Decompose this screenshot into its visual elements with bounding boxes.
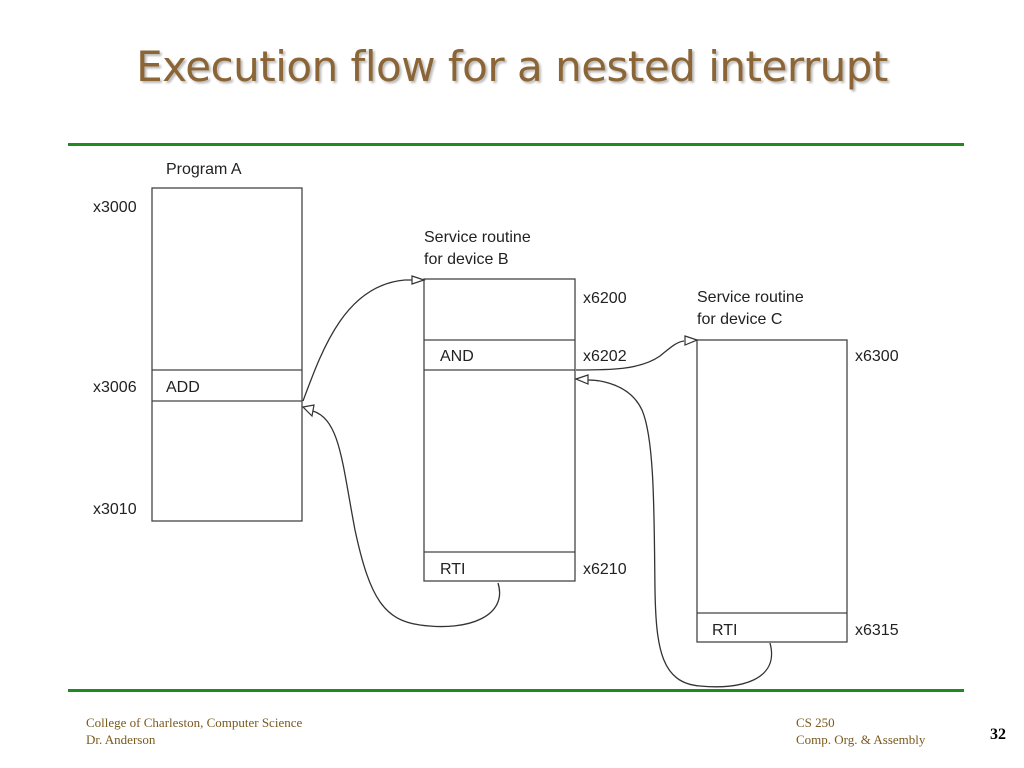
arrowhead-c-to-b: [574, 374, 589, 385]
device-c-instruction-rti: RTI: [712, 622, 737, 639]
address-x3006: x3006: [93, 379, 137, 396]
interrupt-arrow-a-to-b: [302, 279, 412, 402]
footer-course-name: Comp. Org. & Assembly: [796, 732, 926, 747]
arrowhead-b-to-a: [301, 404, 315, 418]
footer-right: CS 250 Comp. Org. & Assembly: [796, 714, 925, 748]
device-b-title-line2: for device B: [424, 251, 508, 268]
device-c-title-line1: Service routine: [697, 289, 804, 306]
program-a-title: Program A: [166, 161, 242, 178]
top-divider: [68, 143, 964, 146]
footer-course-number: CS 250: [796, 715, 835, 730]
return-arrow-b-to-a: [312, 410, 501, 628]
address-x6202: x6202: [583, 348, 627, 365]
device-c-box: [696, 339, 848, 643]
footer-instructor: Dr. Anderson: [86, 732, 156, 747]
program-a-instruction-add: ADD: [166, 379, 200, 396]
address-x6315: x6315: [855, 622, 899, 639]
page-number: 32: [990, 726, 1006, 743]
service-routine-c: Service routine for device C RTI x6300 x…: [696, 289, 899, 643]
footer-institution: College of Charleston, Computer Science: [86, 715, 303, 730]
device-b-box: [423, 278, 576, 582]
device-b-instruction-rti: RTI: [440, 561, 465, 578]
arrowhead-b-to-c: [684, 335, 699, 346]
interrupt-arrow-b-to-c: [575, 340, 685, 371]
arrowhead-a-to-b: [411, 275, 426, 285]
footer-left: College of Charleston, Computer Science …: [86, 714, 302, 748]
return-arrow-c-to-b: [587, 379, 773, 688]
address-x6300: x6300: [855, 348, 899, 365]
program-a-box: [151, 187, 303, 522]
device-c-title-line2: for device C: [697, 311, 782, 328]
address-x6210: x6210: [583, 561, 627, 578]
execution-flow-arrows: [301, 275, 773, 688]
device-b-instruction-and: AND: [440, 348, 474, 365]
slide-title: Execution flow for a nested interrupt: [136, 42, 888, 91]
address-x3010: x3010: [93, 501, 137, 518]
device-b-title-line1: Service routine: [424, 229, 531, 246]
address-x6200: x6200: [583, 290, 627, 307]
bottom-divider: [68, 689, 964, 692]
program-a: Program A ADD x3000 x3006 x3010: [93, 161, 303, 522]
service-routine-b: Service routine for device B AND RTI x62…: [423, 229, 627, 582]
address-x3000: x3000: [93, 199, 137, 216]
